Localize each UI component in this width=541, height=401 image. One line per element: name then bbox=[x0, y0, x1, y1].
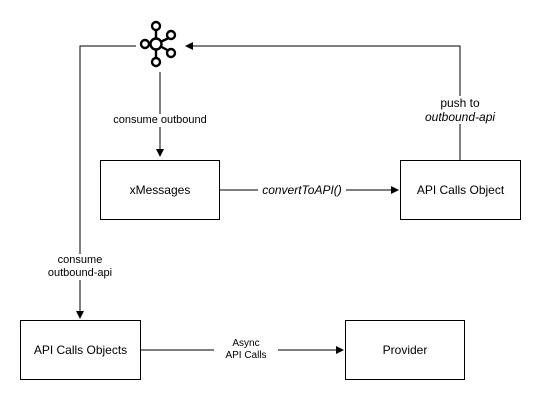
label-push-to-line2: outbound-api bbox=[424, 110, 496, 124]
label-convert-to-api-text: convertToAPI() bbox=[262, 183, 342, 197]
node-api-calls-objects: API Calls Objects bbox=[20, 320, 141, 380]
kafka-logo-icon bbox=[139, 20, 177, 68]
label-async-line1: Async bbox=[232, 338, 260, 349]
label-consume-outbound-api: consume outbound-api bbox=[42, 254, 118, 280]
label-push-to-line1: push to bbox=[440, 96, 480, 110]
node-api-calls-object: API Calls Object bbox=[400, 160, 521, 220]
label-consume-outbound-api-line2: outbound-api bbox=[47, 267, 113, 279]
node-provider: Provider bbox=[345, 320, 465, 380]
node-xmessages: xMessages bbox=[100, 160, 220, 220]
label-consume-outbound: consume outbound bbox=[110, 114, 210, 127]
edge-consume-outbound-api bbox=[76, 45, 136, 319]
label-push-to-outbound-api: push to outbound-api bbox=[418, 96, 502, 124]
label-async-api-calls: Async API Calls bbox=[214, 338, 278, 362]
label-async-line2: API Calls bbox=[225, 350, 267, 361]
label-consume-outbound-api-line1: consume bbox=[57, 254, 103, 266]
label-convert-to-api: convertToAPI() bbox=[258, 183, 346, 197]
label-consume-outbound-text: consume outbound bbox=[113, 114, 207, 126]
